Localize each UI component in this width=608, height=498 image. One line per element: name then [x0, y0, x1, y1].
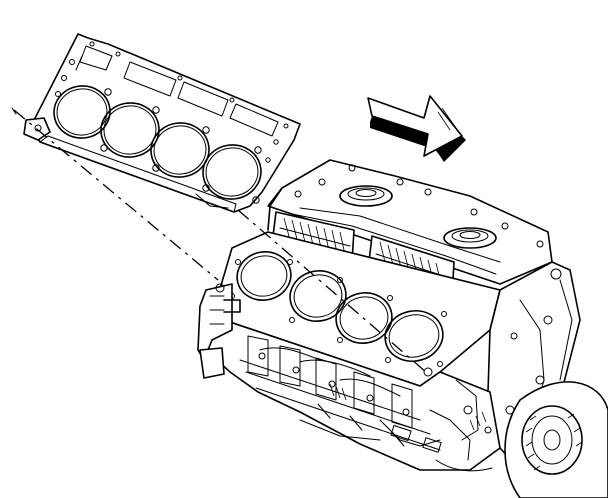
cylinder-bores — [236, 251, 444, 362]
crankcase-details — [239, 335, 493, 472]
gasket-bores — [53, 85, 262, 200]
crank-pulley — [504, 381, 608, 498]
gasket-outline — [29, 33, 301, 213]
valley-boss-front — [339, 185, 393, 207]
alignment-line-right — [237, 209, 427, 373]
gasket-small-holes — [55, 41, 289, 129]
gasket-bolt-holes — [100, 88, 279, 204]
alignment-lines — [11, 107, 427, 373]
deck-bolt-holes — [229, 259, 447, 367]
block-top-bolts — [294, 164, 544, 248]
front-direction-arrow — [367, 95, 466, 162]
head-gasket — [23, 33, 301, 213]
valley-boss-rear — [443, 227, 497, 249]
engine-block — [197, 159, 608, 498]
gasket-upper-slots — [75, 45, 279, 137]
